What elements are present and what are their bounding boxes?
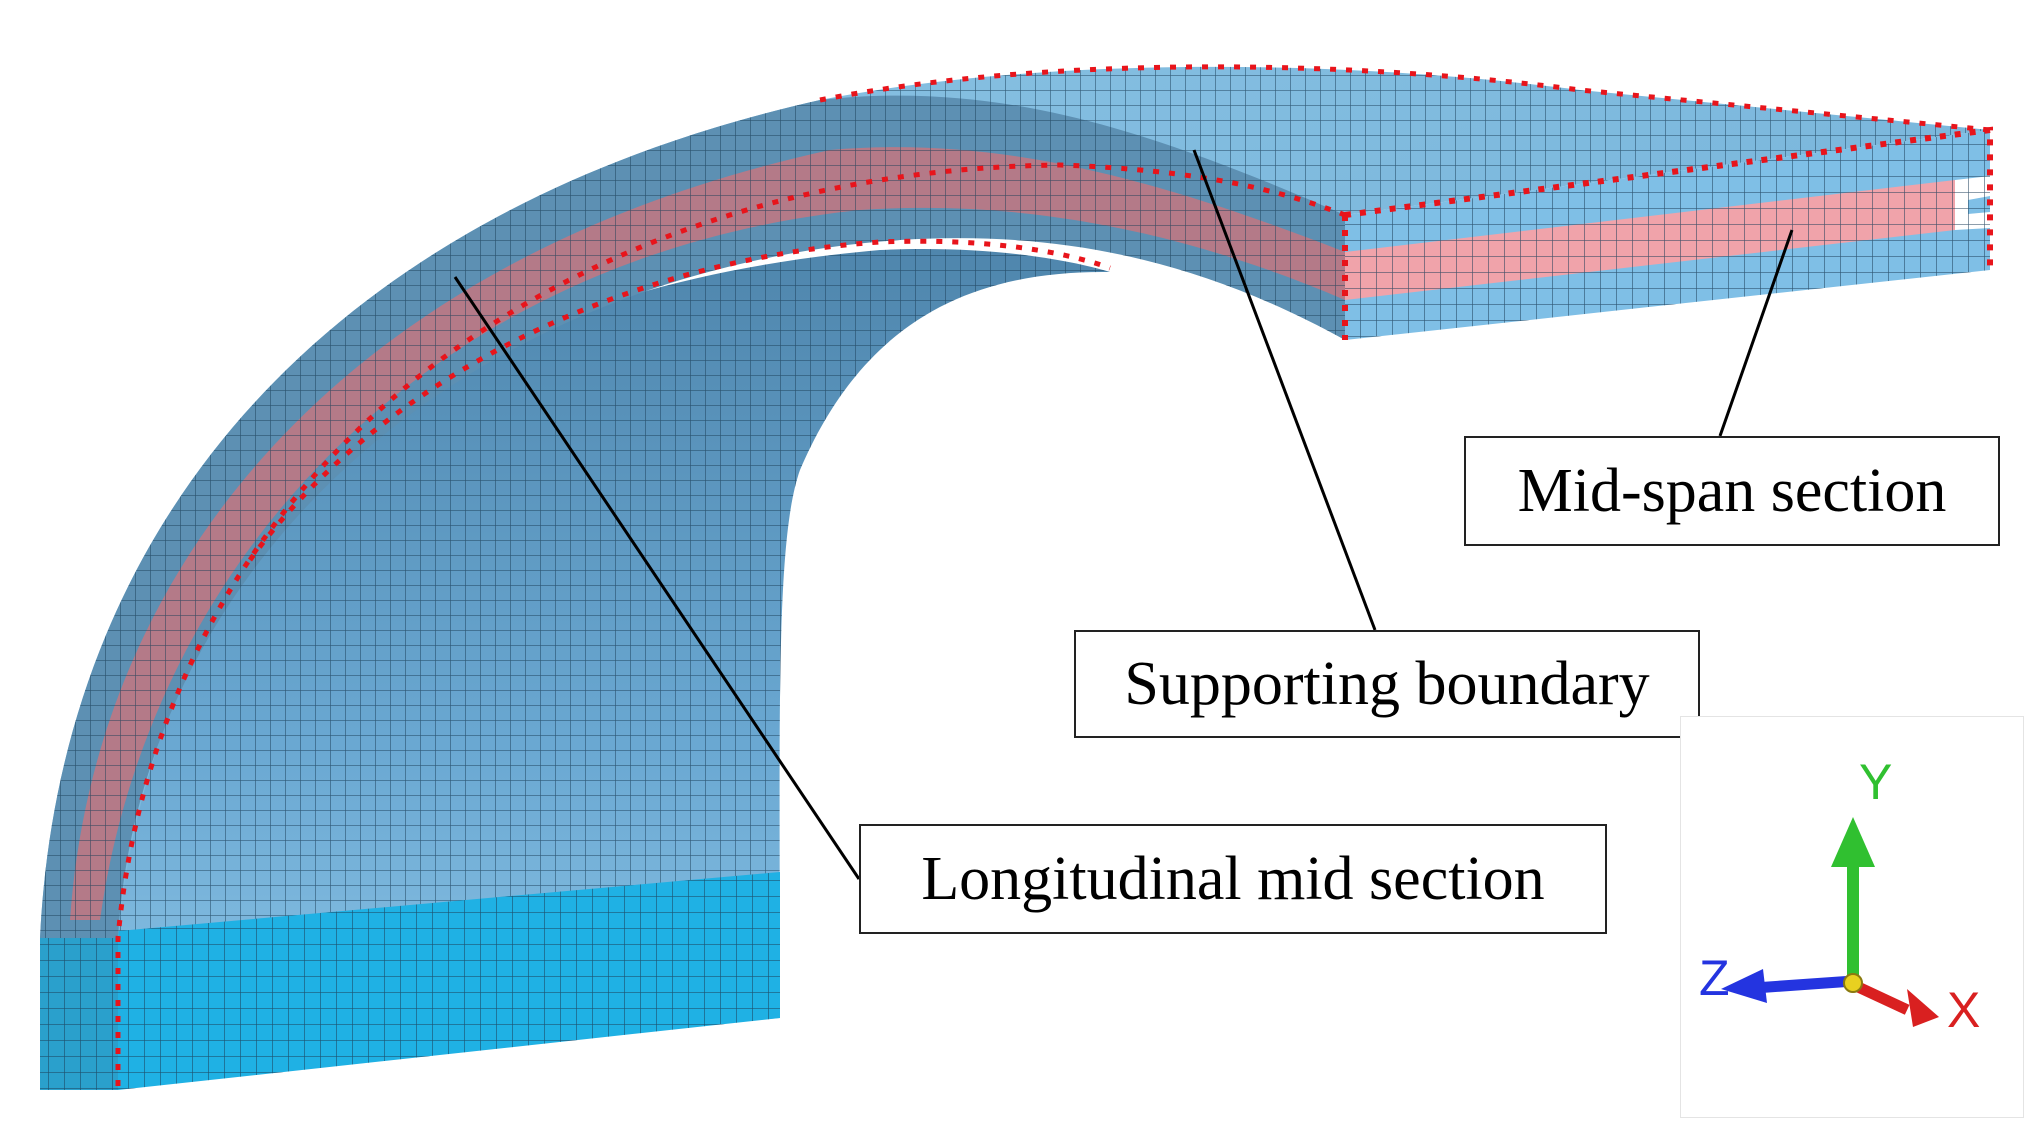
leader-longitudinal	[453, 276, 861, 880]
x-axis-shaft	[1850, 979, 1910, 1015]
boundary-midspan-edge	[1342, 126, 1993, 340]
y-axis-letter: Y	[1859, 754, 1892, 810]
base-end-face-grid	[40, 938, 118, 1090]
arch-intrados-grid	[118, 249, 1110, 1078]
longitudinal-mid-section-label: Longitudinal mid section	[859, 824, 1607, 934]
x-axis-letter: X	[1947, 982, 1980, 1038]
coordinate-triad: Y Z X	[1699, 754, 1980, 1038]
arch-side-grid	[40, 95, 1345, 939]
x-axis-arrowhead	[1907, 989, 1939, 1027]
midspan-grid	[1345, 130, 1990, 340]
y-axis-shaft	[1847, 862, 1859, 977]
y-axis-arrowhead	[1831, 817, 1875, 867]
leader-midspan	[1718, 229, 1794, 437]
midspan-section-label: Mid-span section	[1464, 436, 2000, 546]
base-block-grid	[40, 872, 780, 1090]
z-axis-arrowhead	[1721, 969, 1767, 1003]
z-axis-shaft	[1755, 975, 1853, 994]
leader-supporting	[1192, 149, 1377, 631]
coordinate-triad-panel: Y Z X	[1680, 716, 2024, 1118]
z-axis-letter: Z	[1699, 950, 1730, 1006]
boundary-extrados-edge	[115, 162, 1346, 1086]
supporting-boundary-label: Supporting boundary	[1074, 630, 1700, 738]
triad-origin	[1843, 973, 1863, 993]
